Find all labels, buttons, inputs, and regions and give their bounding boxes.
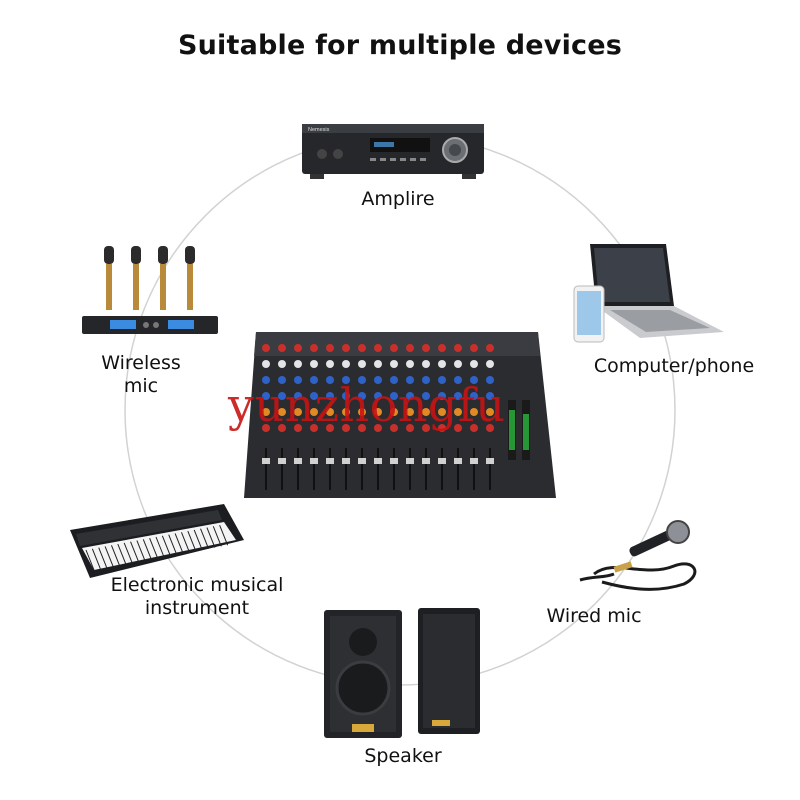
mixer-image: [244, 332, 556, 498]
page-title: Suitable for multiple devices: [177, 30, 623, 61]
wireless-mic-image: [82, 246, 218, 334]
computer-phone-label: Computer/phone: [593, 355, 755, 377]
amplifier-brand-logo: Nemesis: [308, 127, 330, 133]
computer-phone-image: [573, 244, 724, 343]
wired-mic-label: Wired mic: [546, 605, 642, 627]
wired-mic-image: [579, 520, 697, 591]
keyboard-label: Electronic musical instrument: [92, 574, 302, 620]
wireless-mic-label: Wireless mic: [101, 352, 181, 397]
speaker-image: [324, 608, 480, 738]
watermark-text: yunzhongfu: [228, 378, 506, 432]
keyboard-image: [70, 504, 244, 578]
speaker-label: Speaker: [364, 745, 442, 767]
amplifier-label: Amplire: [361, 188, 435, 210]
amplifier-image: Nemesis: [302, 124, 484, 179]
keyboard-label-text: Electronic musical instrument: [110, 574, 284, 619]
